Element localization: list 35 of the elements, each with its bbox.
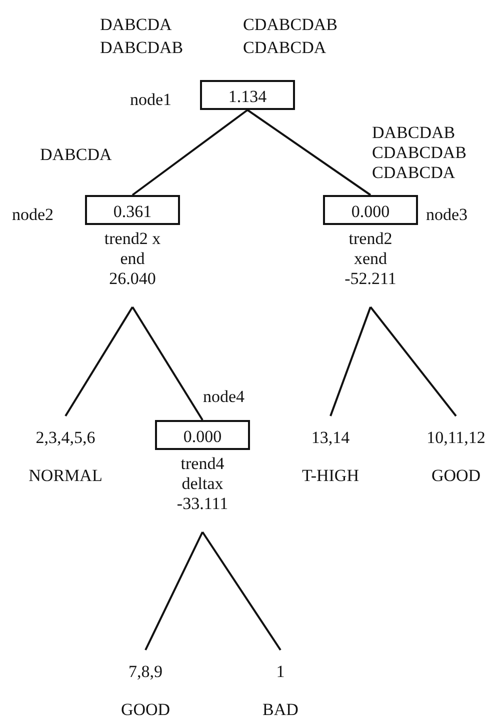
tree-branch-line (144, 532, 204, 650)
case-numbers: 7,8,9 (128, 662, 164, 682)
node-name-label: node1 (130, 90, 172, 110)
case-numbers: 1 (275, 662, 286, 682)
tree-branch-line (330, 306, 372, 416)
split-rule-text: trend2 x end 26.040 (104, 229, 162, 289)
tree-branch-line (64, 306, 134, 417)
case-numbers: 2,3,4,5,6 (34, 428, 96, 448)
class-label: GOOD (430, 466, 482, 486)
tree-branch-line (370, 306, 457, 417)
class-label: GOOD (120, 700, 172, 717)
case-numbers: 13,14 (310, 428, 351, 448)
node-name-label: node3 (426, 205, 468, 225)
value-box: 0.361 (85, 195, 180, 225)
sequence-label: DABCDAB (100, 38, 184, 58)
sequence-label: CDABCDA (243, 38, 326, 58)
value-box: 0.000 (155, 420, 250, 450)
class-label: BAD (262, 700, 300, 717)
tree-branch-line (132, 306, 204, 421)
node-name-label: node2 (12, 205, 54, 225)
sequence-label: DABCDAB CDABCDAB CDABCDA (372, 123, 466, 183)
tree-branch-line (132, 109, 248, 196)
node-name-label: node4 (203, 387, 245, 407)
tree-branch-line (246, 109, 372, 196)
value-box: 0.000 (323, 195, 418, 225)
case-numbers: 10,11,12 (426, 428, 486, 448)
value-box: 1.134 (200, 80, 295, 110)
sequence-label: DABCDA (100, 15, 172, 35)
sequence-label: CDABCDAB (243, 15, 338, 35)
split-rule-text: trend2 xend -52.211 (344, 229, 398, 289)
tree-branch-line (202, 531, 282, 651)
split-rule-text: trend4 deltax -33.111 (176, 454, 230, 514)
sequence-label: DABCDA (40, 145, 112, 165)
class-label: NORMAL (28, 466, 104, 486)
class-label: T-HIGH (301, 466, 360, 486)
